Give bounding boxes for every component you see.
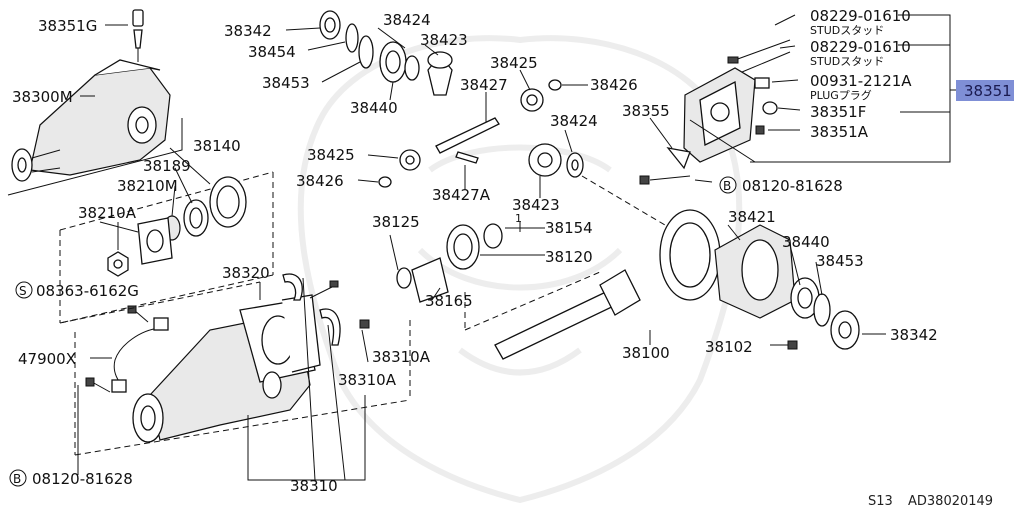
drive-pinion-group <box>389 222 651 360</box>
label-38453-right: 38453 <box>816 252 864 270</box>
label-38454: 38454 <box>248 43 296 61</box>
side-gear-group <box>285 10 666 226</box>
label-38120: 38120 <box>545 248 593 266</box>
label-38351G: 38351G <box>38 17 97 35</box>
symbol-b-lower: B <box>13 472 21 486</box>
label-38355: 38355 <box>622 102 670 120</box>
label-38300M: 38300M <box>12 88 73 106</box>
label-38425-top: 38425 <box>490 54 538 72</box>
label-38351-highlighted[interactable]: 38351 <box>964 82 1012 100</box>
label-38427A: 38427A <box>432 186 491 204</box>
label-00931-2121A: 00931-2121A <box>810 72 912 90</box>
label-plug: PLUGプラグ <box>810 88 872 102</box>
label-38320: 38320 <box>222 264 270 282</box>
label-38165: 38165 <box>425 292 473 310</box>
bolt-symbol-b-upper <box>719 176 737 194</box>
screw-symbol-s <box>15 281 33 299</box>
label-38342-top: 38342 <box>224 22 272 40</box>
label-38310: 38310 <box>290 477 338 495</box>
label-38154-qty: 1 <box>515 212 522 225</box>
rear-cover-group <box>639 14 956 185</box>
pinion-flange-group <box>59 171 274 324</box>
symbol-b-upper: B <box>723 179 731 193</box>
footer-section: S13 <box>868 494 893 509</box>
label-08363-6162G: 08363-6162G <box>36 282 139 300</box>
left-leaders <box>77 24 366 481</box>
label-38424-top: 38424 <box>383 11 431 29</box>
label-stud-b: STUDスタッド <box>810 55 884 68</box>
label-38426-mid: 38426 <box>296 172 344 190</box>
diagram-footer: S13 AD38020149 <box>868 494 993 509</box>
label-38210M: 38210M <box>117 177 178 195</box>
part-labels: 38351G 38300M 38342 38454 38453 38424 38… <box>9 7 1014 495</box>
label-38425-mid: 38425 <box>307 146 355 164</box>
label-38427: 38427 <box>460 76 508 94</box>
label-38102: 38102 <box>705 338 753 356</box>
label-38154: 38154 <box>545 219 593 237</box>
label-38100: 38100 <box>622 344 670 362</box>
label-38351F: 38351F <box>810 103 866 121</box>
diff-case-group <box>659 209 886 350</box>
label-38423-mid: 38423 <box>512 196 560 214</box>
carrier-housing <box>59 273 411 456</box>
label-38421: 38421 <box>728 208 776 226</box>
label-38140: 38140 <box>193 137 241 155</box>
label-08229-01610-a: 08229-01610 <box>810 7 911 25</box>
housing-assembly-panel <box>7 9 183 196</box>
footer-code: AD38020149 <box>908 494 993 509</box>
label-08120-81628-lower: 08120-81628 <box>32 470 133 488</box>
highlight-38351[interactable] <box>956 80 1014 101</box>
label-38440-top: 38440 <box>350 99 398 117</box>
label-38440-right: 38440 <box>782 233 830 251</box>
bolt-symbol-b-lower <box>9 469 27 487</box>
label-08229-01610-b: 08229-01610 <box>810 38 911 56</box>
label-38342-right: 38342 <box>890 326 938 344</box>
label-38310A-upper: 38310A <box>372 348 431 366</box>
label-38426-top: 38426 <box>590 76 638 94</box>
label-38125: 38125 <box>372 213 420 231</box>
label-38210A: 38210A <box>78 204 137 222</box>
label-38424-mid: 38424 <box>550 112 598 130</box>
symbol-s: S <box>19 284 27 298</box>
label-47900X: 47900X <box>18 350 76 368</box>
label-08120-81628-upper: 08120-81628 <box>742 177 843 195</box>
label-38351A: 38351A <box>810 123 869 141</box>
label-38453-top: 38453 <box>262 74 310 92</box>
label-38310A-lower: 38310A <box>338 371 397 389</box>
label-stud-a: STUDスタッド <box>810 24 884 37</box>
label-38423-top: 38423 <box>420 31 468 49</box>
label-38189: 38189 <box>143 157 191 175</box>
